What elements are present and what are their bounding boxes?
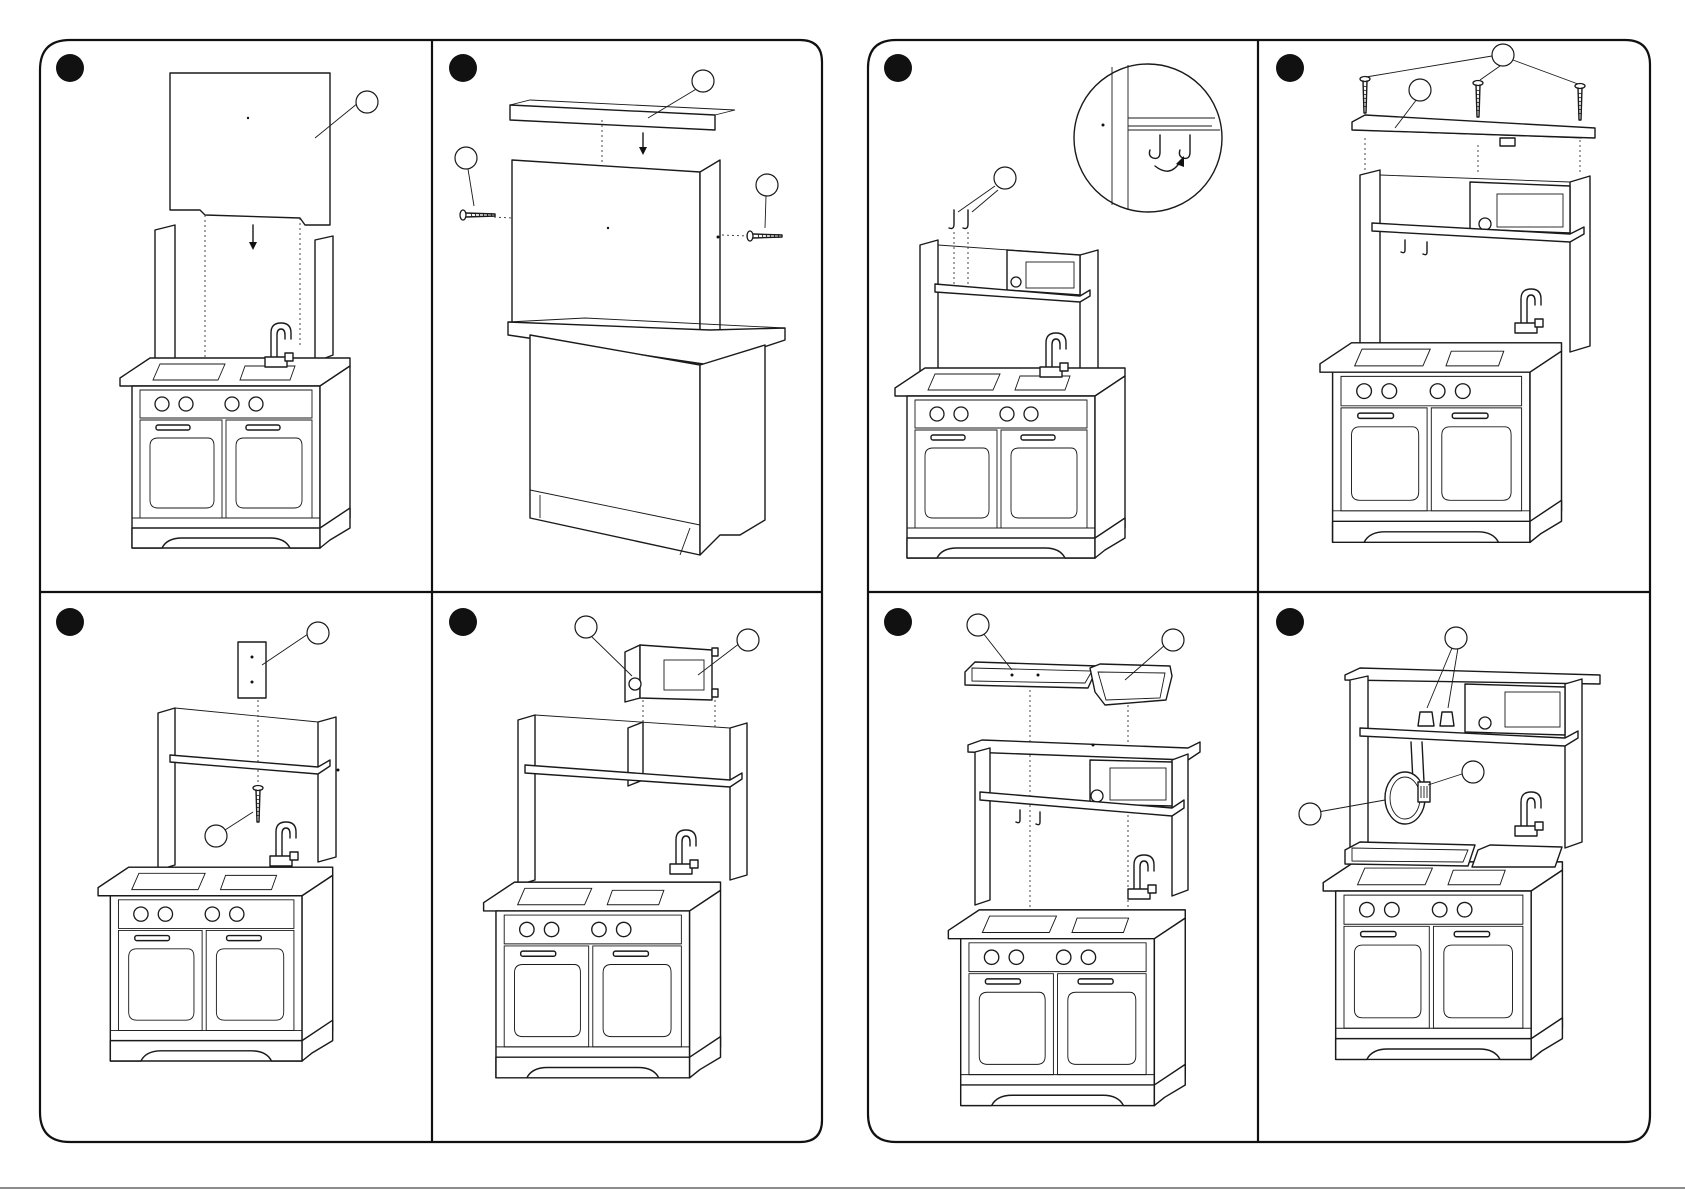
callout-bubble-icon xyxy=(1492,44,1514,66)
faucet-icon xyxy=(270,822,298,866)
arrow-down-icon xyxy=(639,133,647,155)
step-panel-4 xyxy=(1320,44,1595,542)
step-badge-icon xyxy=(449,608,477,636)
faucet-icon xyxy=(1515,792,1543,836)
step-panel-8 xyxy=(1299,627,1600,1059)
callout-bubble-icon xyxy=(307,622,329,644)
hook-icon xyxy=(949,210,968,229)
magnifier xyxy=(1074,64,1222,212)
step-badge-icon xyxy=(884,54,912,82)
callout-bubble-icon xyxy=(1445,627,1467,649)
callout-bubble-icon xyxy=(737,629,759,651)
callout-bubble-icon xyxy=(455,147,477,169)
callout-bubble-icon xyxy=(692,70,714,92)
screw-icon xyxy=(1473,81,1483,118)
screw-icon xyxy=(747,231,782,241)
step-badge-icon xyxy=(1276,608,1304,636)
callout-bubble-icon xyxy=(967,614,989,636)
step-panel-1 xyxy=(120,73,378,548)
screw-icon xyxy=(460,210,495,220)
step-panel-6 xyxy=(484,616,759,1078)
step-panel-5 xyxy=(98,622,339,1061)
callout-bubble-icon xyxy=(205,825,227,847)
step-badge-icon xyxy=(1276,54,1304,82)
step-panel-2 xyxy=(455,70,785,555)
step-panel-7 xyxy=(948,614,1200,1106)
callout-bubble-icon xyxy=(994,167,1016,189)
callout-bubble-icon xyxy=(1409,79,1431,101)
callout-bubble-icon xyxy=(756,174,778,196)
faucet-icon xyxy=(1040,333,1068,377)
screw-icon xyxy=(253,786,263,823)
step-badge-icon xyxy=(56,54,84,82)
callout-bubble-icon xyxy=(1299,803,1321,825)
callout-bubble-icon xyxy=(356,91,378,113)
faucet-icon xyxy=(265,323,293,367)
faucet-icon xyxy=(1515,289,1543,333)
step-badge-icon xyxy=(884,608,912,636)
step-badge-icon xyxy=(56,608,84,636)
callout-bubble-icon xyxy=(1462,761,1484,783)
arrow-down-icon xyxy=(249,225,257,250)
screw-icon xyxy=(1360,77,1370,114)
step-panel-3 xyxy=(895,64,1222,558)
faucet-icon xyxy=(670,830,698,874)
callout-bubble-icon xyxy=(1162,629,1184,651)
screw-icon xyxy=(1575,84,1585,121)
step-badge-icon xyxy=(449,54,477,82)
callout-bubble-icon xyxy=(575,616,597,638)
faucet-icon xyxy=(1128,855,1156,899)
